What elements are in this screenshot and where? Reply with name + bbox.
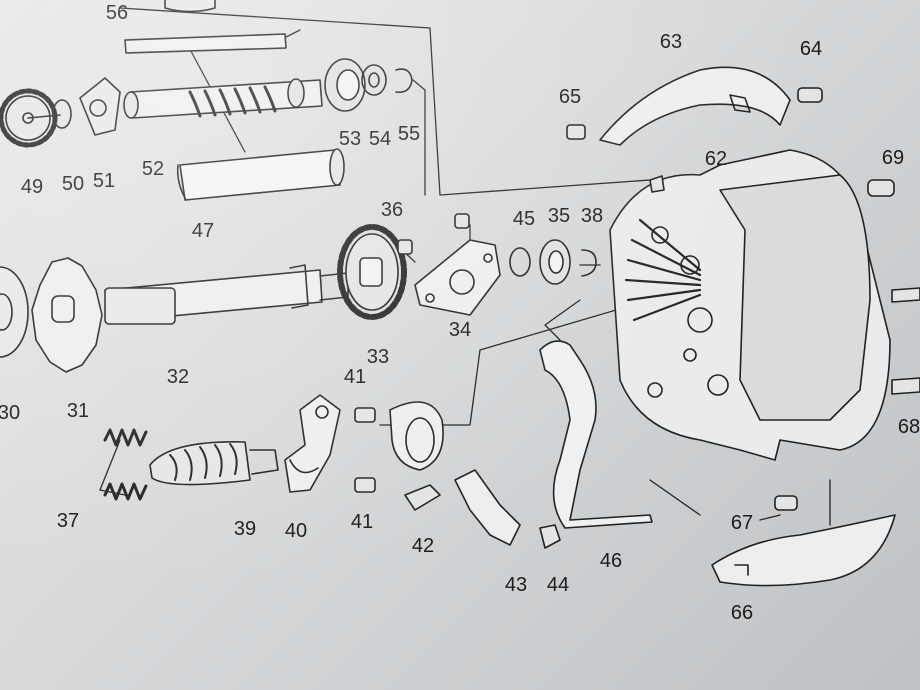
part-49-gear <box>0 88 61 148</box>
callout-67: 67 <box>730 512 754 534</box>
part-38-clip <box>581 249 597 277</box>
part-67-screw <box>774 495 798 511</box>
callout-43: 43 <box>504 574 528 596</box>
part-30-disc <box>0 266 29 358</box>
callout-63: 63 <box>659 31 683 53</box>
callout-39: 39 <box>233 518 257 540</box>
callout-45: 45 <box>512 208 536 230</box>
part-66-foot-cover <box>711 514 896 587</box>
part-44-spring <box>539 524 561 549</box>
callout-42: 42 <box>411 535 435 557</box>
part-31-star-drag <box>31 257 103 373</box>
callout-54: 54 <box>368 128 392 150</box>
callout-34: 34 <box>448 319 472 341</box>
part-54-washer <box>361 64 387 96</box>
callout-33: 33 <box>366 346 390 368</box>
callout-68: 68 <box>897 416 920 438</box>
part-33-drive-gear <box>337 224 407 320</box>
callout-69: 69 <box>881 147 905 169</box>
callout-49: 49 <box>20 176 44 198</box>
part-62-side-plate <box>609 149 891 461</box>
callout-65: 65 <box>558 86 582 108</box>
callout-55: 55 <box>397 123 421 145</box>
part-65-screw <box>566 124 586 140</box>
callout-37: 37 <box>56 510 80 532</box>
part-45-washer <box>509 247 531 277</box>
callout-50: 50 <box>61 173 85 195</box>
part-50-washer <box>52 99 72 129</box>
part-69-screw <box>867 179 895 197</box>
callout-35: 35 <box>547 205 571 227</box>
part-39-pinion-gear <box>149 441 279 486</box>
callout-64: 64 <box>799 38 823 60</box>
callout-41-bottom: 41 <box>350 511 374 533</box>
callout-36: 36 <box>380 199 404 221</box>
part-34-plate <box>414 239 501 316</box>
callout-56: 56 <box>105 2 129 24</box>
part-37-springs <box>103 428 148 501</box>
part-36-screws <box>397 213 470 255</box>
part-68-pins <box>891 287 920 395</box>
part-42-lever <box>404 484 441 511</box>
part-63-top-cover <box>599 66 791 146</box>
part-53-bearing <box>324 58 366 112</box>
callout-40: 40 <box>284 520 308 542</box>
callout-41-top: 41 <box>343 366 367 388</box>
callout-47: 47 <box>191 220 215 242</box>
part-64-screw <box>797 87 823 103</box>
callout-52: 52 <box>141 158 165 180</box>
callout-32: 32 <box>166 366 190 388</box>
callout-31: 31 <box>66 400 90 422</box>
part-46-spring-plate <box>539 340 653 529</box>
part-top-bushing <box>164 0 216 13</box>
part-43-clutch-cam <box>454 469 521 546</box>
part-47-sleeve <box>176 148 345 201</box>
part-56-pin <box>124 33 287 54</box>
part-51-cam <box>79 77 121 136</box>
part-55-clip <box>395 68 413 94</box>
callout-44: 44 <box>546 574 570 596</box>
callout-62: 62 <box>704 148 728 170</box>
callout-30: 30 <box>0 402 21 424</box>
callout-51: 51 <box>92 170 116 192</box>
part-32-main-shaft <box>104 264 349 325</box>
part-clutch-ring-plate <box>389 401 444 471</box>
part-41-screws <box>354 407 376 493</box>
part-52-worm-shaft <box>123 78 323 119</box>
callout-46: 46 <box>599 550 623 572</box>
part-40-yoke <box>284 394 341 493</box>
callout-66: 66 <box>730 602 754 624</box>
callout-38: 38 <box>580 205 604 227</box>
part-35-bearing <box>539 239 571 285</box>
callout-53: 53 <box>338 128 362 150</box>
